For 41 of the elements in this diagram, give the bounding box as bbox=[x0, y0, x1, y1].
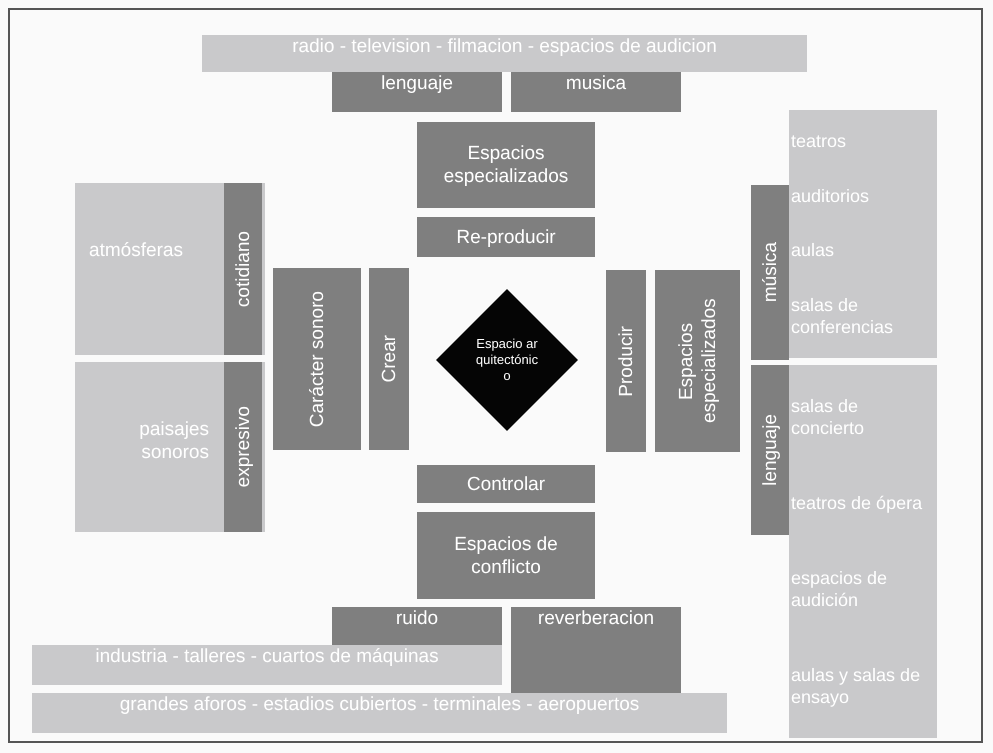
box-label: música bbox=[758, 242, 782, 303]
box-label: Carácter sonoro bbox=[306, 290, 328, 428]
band bbox=[32, 645, 502, 685]
action-box bbox=[417, 465, 595, 503]
label-box bbox=[224, 362, 262, 532]
box-label: Producir bbox=[614, 326, 638, 396]
box-label: musica bbox=[566, 72, 626, 95]
label-box bbox=[332, 607, 502, 647]
panel bbox=[75, 183, 265, 355]
box-label: ruido bbox=[396, 607, 438, 630]
box-label: Espacios especializados bbox=[674, 298, 720, 426]
category-box bbox=[417, 122, 595, 208]
box-label: reverberacion bbox=[538, 607, 654, 630]
label-box bbox=[511, 607, 681, 695]
box-label: cotidiano bbox=[232, 230, 254, 308]
label-box bbox=[751, 365, 789, 535]
action-box bbox=[606, 270, 646, 452]
box-label: Espacios de conflicto bbox=[453, 532, 559, 578]
label-box bbox=[751, 185, 789, 360]
action-box bbox=[369, 268, 409, 450]
box-label: lenguaje bbox=[758, 414, 782, 486]
category-box bbox=[417, 512, 595, 599]
action-box bbox=[417, 217, 595, 257]
box-label: Re-producir bbox=[456, 226, 556, 248]
diamond-shape bbox=[436, 289, 578, 431]
list-panel bbox=[789, 365, 937, 738]
label-box bbox=[224, 183, 262, 355]
box-label: expresivo bbox=[232, 406, 254, 488]
box-label: Crear bbox=[378, 335, 400, 383]
list-panel bbox=[789, 110, 937, 358]
band bbox=[202, 35, 807, 72]
category-box bbox=[655, 270, 740, 452]
label-box bbox=[332, 72, 502, 112]
band bbox=[32, 693, 727, 733]
panel bbox=[75, 362, 265, 532]
diamond-label: Espacio arquitectónico bbox=[474, 336, 540, 384]
box-label: Controlar bbox=[466, 472, 546, 496]
category-box bbox=[273, 268, 361, 450]
box-label: lenguaje bbox=[381, 72, 453, 95]
label-box bbox=[511, 72, 681, 112]
box-label: Espacios especializados bbox=[442, 142, 570, 188]
